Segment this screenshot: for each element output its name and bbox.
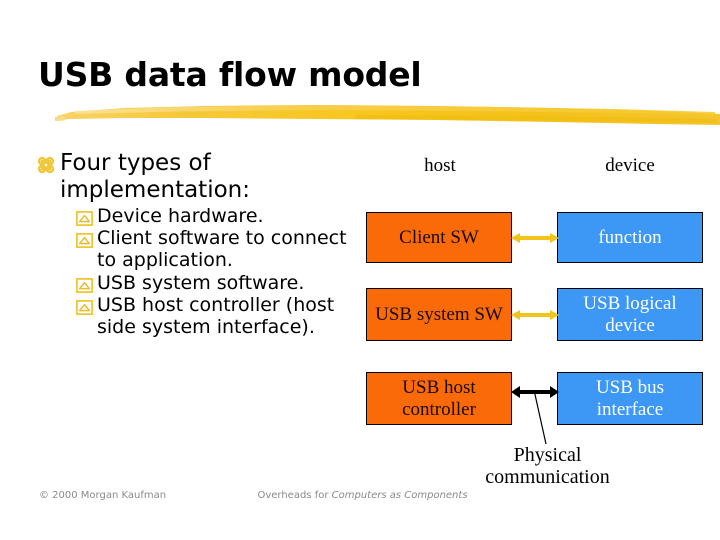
clover-bullet-icon xyxy=(37,156,55,174)
title-swoosh-decoration xyxy=(55,105,720,125)
yellow-double-arrow-icon-row2 xyxy=(511,310,559,320)
diagram-box-function: function xyxy=(557,212,703,263)
chevron-box-bullet-icon xyxy=(76,233,93,249)
bullet-level2-label: Device hardware. xyxy=(97,204,264,227)
page-title: USB data flow model xyxy=(38,55,422,94)
bullet-level2-label: USB host controller (host side system in… xyxy=(97,294,335,339)
diagram-box-usb-bus-interface: USB bus interface xyxy=(557,372,703,425)
footer-credit-prefix: Overheads for xyxy=(257,490,332,501)
bullet-level1: Four types of implementation: xyxy=(36,150,356,204)
physical-communication-leader-line xyxy=(533,389,547,445)
bullet-level2-item: Client software to connect to applicatio… xyxy=(76,228,356,271)
bullet-level2-item: Device hardware. xyxy=(76,204,356,228)
diagram-box-client-sw: Client SW xyxy=(366,212,512,263)
bullet-level2-label: USB system software. xyxy=(97,271,305,294)
diagram-column-header-device: device xyxy=(605,155,655,176)
bullet-level2-item: USB system software. xyxy=(76,271,356,295)
chevron-box-bullet-icon xyxy=(76,277,93,293)
bullet-level1-label: Four types of implementation: xyxy=(60,150,250,203)
physical-communication-line2: communication xyxy=(485,466,610,489)
bullet-list: Four types of implementation: Device har… xyxy=(36,150,356,339)
physical-communication-annotation: Physical communication xyxy=(455,444,640,489)
black-double-arrow-icon-row3 xyxy=(511,386,559,398)
footer-credit: Overheads for Computers as Components xyxy=(255,489,470,504)
chevron-box-bullet-icon xyxy=(76,300,93,316)
diagram-box-usb-host-controller: USB host controller xyxy=(366,372,512,425)
diagram-box-usb-system-sw: USB system SW xyxy=(366,288,512,341)
diagram-column-header-host: host xyxy=(424,155,456,176)
physical-communication-line1: Physical xyxy=(513,444,582,466)
chevron-box-bullet-icon xyxy=(76,210,93,226)
yellow-double-arrow-icon-row1 xyxy=(511,233,559,243)
diagram-box-usb-logical-device: USB logical device xyxy=(557,288,703,341)
footer-credit-title: Computers as Components xyxy=(331,490,468,501)
bullet-level2-item: USB host controller (host side system in… xyxy=(76,295,356,338)
bullet-level2-label: Client software to connect to applicatio… xyxy=(97,227,347,272)
footer-copyright: © 2000 Morgan Kaufman xyxy=(39,490,167,501)
